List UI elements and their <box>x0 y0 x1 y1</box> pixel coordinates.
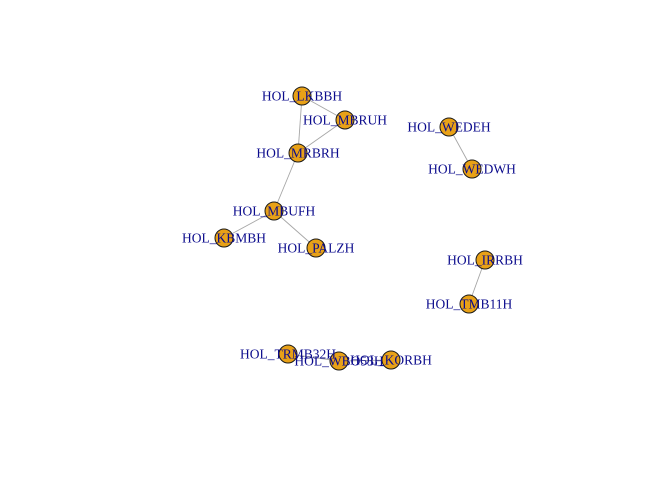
node-label-korbh: HOL_KORBH <box>350 353 432 368</box>
node-label-mbruh: HOL_MBRUH <box>303 113 387 128</box>
node-kbmbh[interactable] <box>214 228 234 248</box>
node-wedeh[interactable] <box>439 117 459 137</box>
edge-mrbrh-mbufh <box>273 152 299 212</box>
node-lkbbh[interactable] <box>292 86 312 106</box>
node-label-trmb32h: HOL_TRMB32H <box>240 347 336 362</box>
node-mbruh[interactable] <box>335 110 355 130</box>
node-mbufh[interactable] <box>264 201 284 221</box>
node-trmb32h[interactable] <box>278 344 298 364</box>
node-mrbrh[interactable] <box>288 143 308 163</box>
node-korbh[interactable] <box>381 350 401 370</box>
label-layer: HOL_LKBBH HOL_MBRUH HOL_MRBRH HOL_MBUFH HOL_… <box>182 89 523 369</box>
node-label-wbo53h: HOL_WBO53H <box>294 354 383 369</box>
node-wedwh[interactable] <box>462 159 482 179</box>
node-label-wedwh: HOL_WEDWH <box>428 162 516 177</box>
node-label-lkbbh: HOL_LKBBH <box>262 89 342 104</box>
edge-mbruh-mrbrh <box>297 119 346 154</box>
edge-lkbbh-mrbrh <box>297 95 303 154</box>
node-tmb11h[interactable] <box>459 294 479 314</box>
node-label-palzh: HOL_PALZH <box>278 241 355 256</box>
node-label-kbmbh: HOL_KBMBH <box>182 231 266 246</box>
node-label-tmb11h: HOL_TMB11H <box>426 297 513 312</box>
node-irrbh[interactable] <box>475 250 495 270</box>
node-palzh[interactable] <box>306 238 326 258</box>
node-label-mrbrh: HOL_MRBRH <box>256 146 340 161</box>
node-label-irrbh: HOL_IRRBH <box>447 253 523 268</box>
node-label-wedeh: HOL_WEDEH <box>407 120 490 135</box>
node-label-mbufh: HOL_MBUFH <box>233 204 316 219</box>
node-layer <box>214 86 495 371</box>
node-wbo53h[interactable] <box>329 351 349 371</box>
